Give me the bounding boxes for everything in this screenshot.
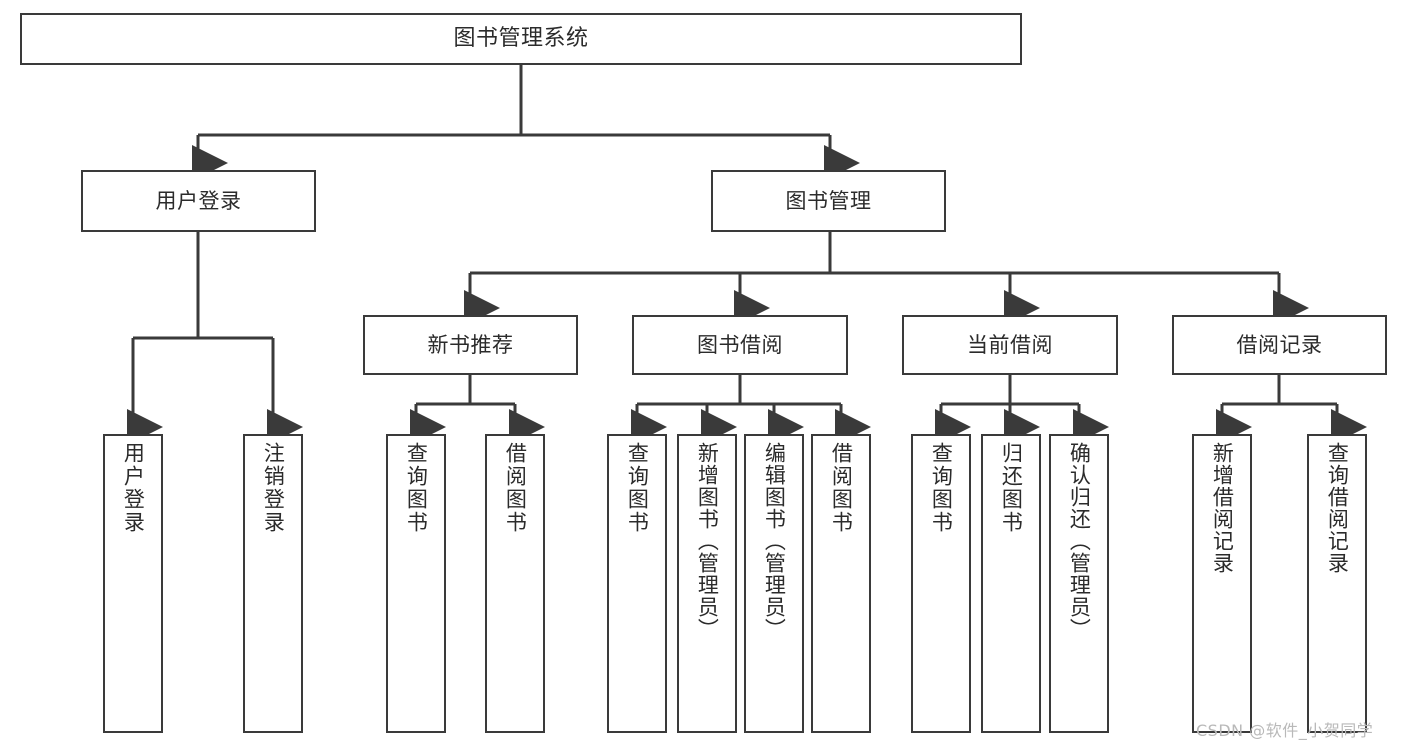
node-current-borrowing[interactable]: 当前借阅	[902, 315, 1118, 375]
node-user-login[interactable]: 用户登录	[81, 170, 316, 232]
leaf-borrow-record-add-record[interactable]: 新增借阅记录	[1192, 434, 1252, 733]
node-label: 新增图书（管理员）	[695, 442, 720, 640]
node-label: 图书管理系统	[453, 26, 589, 52]
node-label: 查询图书	[625, 442, 650, 534]
node-label: 新书推荐	[427, 332, 514, 357]
node-label: 新增借阅记录	[1210, 442, 1235, 574]
leaf-user-login-login[interactable]: 用户登录	[103, 434, 163, 733]
leaf-current-borrow-confirm-return-admin[interactable]: 确认归还（管理员）	[1049, 434, 1109, 733]
node-label: 用户登录	[155, 188, 242, 213]
node-label: 编辑图书（管理员）	[762, 442, 787, 640]
leaf-borrow-record-query-record[interactable]: 查询借阅记录	[1307, 434, 1367, 733]
node-label: 当前借阅	[967, 332, 1053, 357]
leaf-book-borrow-add-book-admin[interactable]: 新增图书（管理员）	[677, 434, 737, 733]
node-label: 查询借阅记录	[1325, 442, 1350, 574]
node-label: 借阅记录	[1236, 332, 1323, 357]
leaf-new-book-borrow-book[interactable]: 借阅图书	[485, 434, 545, 733]
leaf-current-borrow-query-book[interactable]: 查询图书	[911, 434, 971, 733]
node-label: 归还图书	[999, 442, 1024, 534]
leaf-user-login-logout[interactable]: 注销登录	[243, 434, 303, 733]
leaf-book-borrow-borrow-book[interactable]: 借阅图书	[811, 434, 871, 733]
node-root-book-management-system[interactable]: 图书管理系统	[20, 13, 1022, 65]
node-label: 图书管理	[785, 188, 872, 213]
node-label: 注销登录	[261, 442, 286, 534]
leaf-book-borrow-query-book[interactable]: 查询图书	[607, 434, 667, 733]
node-label: 借阅图书	[503, 442, 528, 534]
node-new-book-recommendation[interactable]: 新书推荐	[363, 315, 578, 375]
leaf-new-book-query-book[interactable]: 查询图书	[386, 434, 446, 733]
node-label: 借阅图书	[829, 442, 854, 534]
node-label: 确认归还（管理员）	[1067, 442, 1092, 640]
leaf-current-borrow-return-book[interactable]: 归还图书	[981, 434, 1041, 733]
watermark-text: CSDN @软件_小贺同学	[1196, 721, 1374, 740]
node-book-borrowing[interactable]: 图书借阅	[632, 315, 848, 375]
node-borrowing-record[interactable]: 借阅记录	[1172, 315, 1387, 375]
node-label: 用户登录	[121, 442, 146, 534]
node-label: 查询图书	[404, 442, 429, 534]
node-book-management[interactable]: 图书管理	[711, 170, 946, 232]
node-label: 查询图书	[929, 442, 954, 534]
node-label: 图书借阅	[697, 332, 783, 357]
leaf-book-borrow-edit-book-admin[interactable]: 编辑图书（管理员）	[744, 434, 804, 733]
